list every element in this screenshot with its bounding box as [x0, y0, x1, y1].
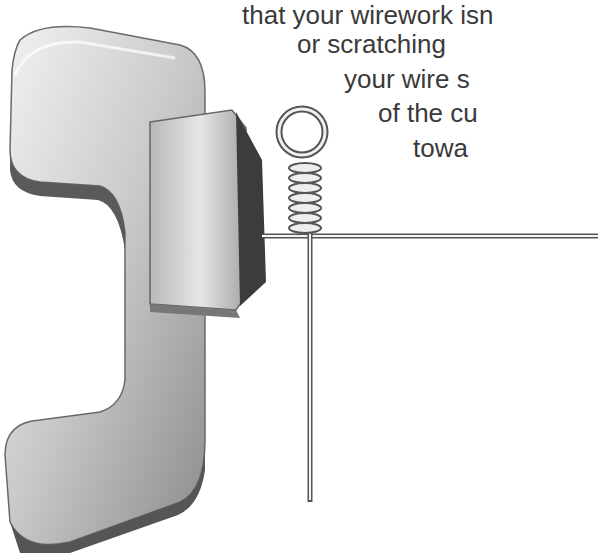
wire-loop — [279, 109, 325, 155]
pliers-shadow — [10, 440, 205, 553]
wire — [309, 230, 311, 500]
paragraph-line: of the cu — [378, 98, 478, 129]
paragraph-line: your wire s — [344, 64, 470, 95]
wire-coil — [289, 163, 321, 233]
paragraph-line: or scratching — [297, 29, 446, 60]
paragraph-line: that your wirework isn — [242, 0, 493, 31]
paragraph-line: towa — [413, 133, 468, 164]
pliers-shadow — [10, 150, 125, 250]
cutter-jaw — [150, 110, 250, 310]
wire — [308, 230, 313, 502]
wire-loop — [279, 109, 325, 155]
pliers-highlight — [15, 42, 175, 75]
cutter-edge — [236, 112, 266, 306]
cutter-edge — [150, 304, 240, 318]
